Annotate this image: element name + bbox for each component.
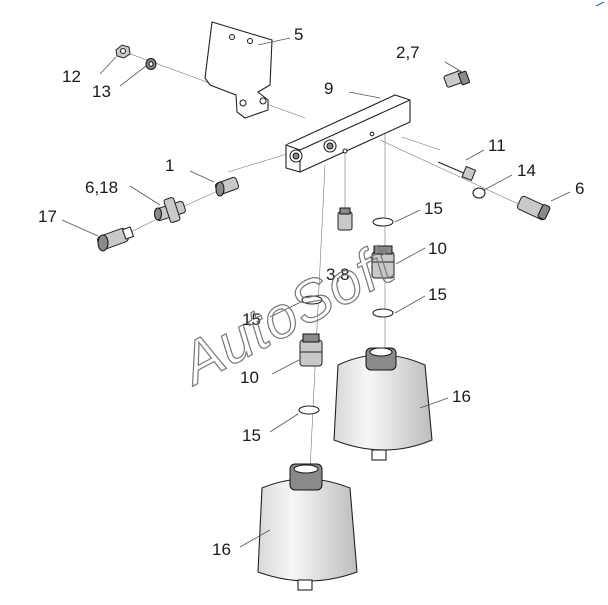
- callout-10-b: 10: [240, 368, 259, 387]
- o-ring-15-left: [301, 295, 323, 305]
- callout-15-b: 15: [428, 285, 447, 304]
- callout-3-8: 3,8: [326, 265, 350, 284]
- callout-16-a: 16: [452, 387, 471, 406]
- coupling-part: [97, 226, 135, 252]
- fitting-2-7: [443, 70, 471, 88]
- fitting-10-upper: [371, 245, 395, 279]
- fitting-3-8: [337, 207, 353, 231]
- o-ring-15-lower: [298, 405, 320, 415]
- accumulator-right: [333, 347, 433, 461]
- callout-labels: 5 2,7 12 13 9 11 1 14 6,18 6 17 15 10 3,…: [38, 25, 584, 559]
- accumulator-left: [257, 463, 358, 591]
- callout-6-18: 6,18: [85, 178, 118, 197]
- leader-lines: [61, 37, 571, 548]
- callout-1: 1: [165, 156, 174, 175]
- callout-15-d: 15: [242, 426, 261, 445]
- o-ring-15-upper: [372, 217, 394, 227]
- bracket-part: [204, 21, 273, 119]
- callout-14: 14: [517, 161, 536, 180]
- callout-10-a: 10: [428, 239, 447, 258]
- tee-fitting: [154, 197, 186, 223]
- callout-15-a: 15: [424, 199, 443, 218]
- callout-15-c: 15: [242, 310, 261, 329]
- bolt-part: [437, 161, 477, 182]
- callout-5: 5: [294, 25, 303, 44]
- callout-2-7: 2,7: [396, 43, 420, 62]
- callout-11: 11: [488, 136, 506, 155]
- nut-part: [115, 44, 131, 59]
- callout-6: 6: [575, 179, 584, 198]
- fitting-10-lower: [299, 333, 323, 367]
- o-ring-15-right: [372, 308, 394, 318]
- sensor-part: [516, 195, 551, 221]
- washer-part: [145, 58, 157, 70]
- callout-16-b: 16: [212, 540, 231, 559]
- callout-17: 17: [38, 207, 57, 226]
- o-ring-part: [472, 187, 486, 199]
- fitting-1: [214, 176, 240, 197]
- callout-13: 13: [92, 82, 111, 101]
- callout-9: 9: [324, 79, 333, 98]
- callout-12: 12: [62, 67, 81, 86]
- manifold-block: [285, 94, 411, 173]
- corner-mark-icon: [595, 1, 605, 7]
